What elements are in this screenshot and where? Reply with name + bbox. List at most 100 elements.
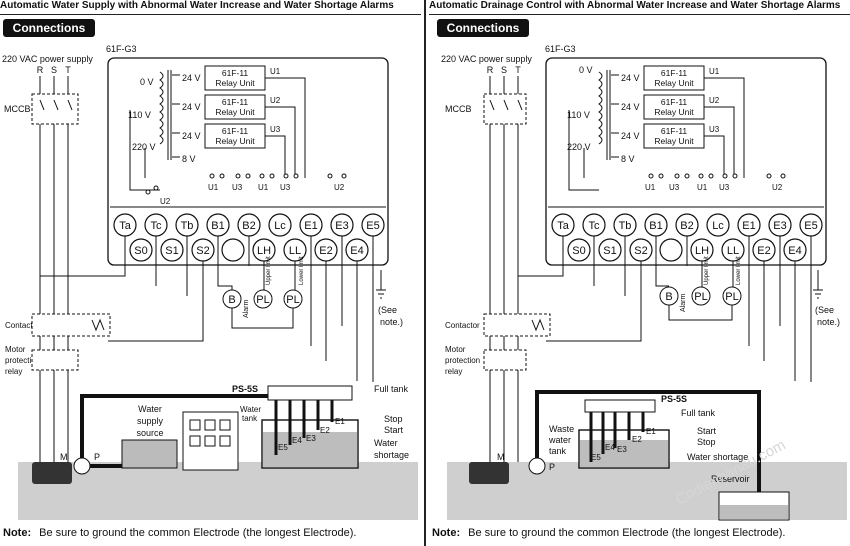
left-power-label: 220 VAC power supply <box>2 54 93 64</box>
right-motor-3: relay <box>445 367 462 376</box>
left-source-3: source <box>136 428 163 438</box>
svg-text:S1: S1 <box>603 245 616 257</box>
svg-text:Tb: Tb <box>619 220 632 232</box>
right-wiring-diagram: Connections 220 VAC power supply R S T M… <box>437 19 847 521</box>
right-e4: E4 <box>605 443 615 452</box>
left-u1-contact: U1 <box>208 183 219 192</box>
left-shortage-2: shortage <box>374 450 409 460</box>
left-buzzer: B <box>228 294 235 306</box>
left-source-2: supply <box>137 416 164 426</box>
svg-text:Lc: Lc <box>274 220 286 232</box>
right-110v: 110 V <box>567 110 590 120</box>
right-motor-relay-box <box>483 349 527 371</box>
svg-text:S1: S1 <box>165 245 178 257</box>
svg-text:Lc: Lc <box>712 220 724 232</box>
left-controller-box <box>107 57 389 266</box>
right-r-label: R <box>487 65 494 75</box>
left-terminal-strip: Ta Tc Tb B1 B2 Lc E1 E3 E5 S0 S1 S2 LH L… <box>113 213 385 262</box>
right-u3-contact: U3 <box>669 183 680 192</box>
svg-text:Relay Unit: Relay Unit <box>654 136 694 146</box>
right-buzzer: B <box>665 291 672 303</box>
right-terminal-strip: Ta Tc Tb B1 B2 Lc E1 E3 E5 S0 S1 S2 LH L… <box>551 213 823 262</box>
right-waste-2: water <box>548 435 571 445</box>
left-supply-pipe <box>80 394 292 458</box>
svg-text:E1: E1 <box>742 220 755 232</box>
svg-text:E2: E2 <box>757 245 770 257</box>
svg-text:Relay Unit: Relay Unit <box>215 107 255 117</box>
right-contactor-label: Contactor <box>445 321 480 330</box>
left-seenote-1: (See <box>378 305 397 315</box>
right-lower-label: Lower limit <box>736 256 742 285</box>
left-tank-label-1: Water <box>240 405 261 414</box>
right-pump <box>528 457 546 475</box>
left-110v: 110 V <box>128 110 151 120</box>
svg-text:E2: E2 <box>319 245 332 257</box>
svg-text:LH: LH <box>257 245 271 257</box>
left-motor-2: protection <box>5 356 40 365</box>
left-pump <box>73 457 91 475</box>
svg-text:61F-11: 61F-11 <box>222 126 249 136</box>
svg-text:Tb: Tb <box>181 220 194 232</box>
left-full-tank: Full tank <box>374 384 409 394</box>
left-relay-2: 24 V 61F-11 Relay Unit U2 <box>182 94 281 120</box>
left-title-rule <box>0 14 421 15</box>
right-power-label: 220 VAC power supply <box>441 54 532 64</box>
right-pl-upper: PL <box>694 291 707 303</box>
svg-text:61F-11: 61F-11 <box>222 68 249 78</box>
left-seenote-2: note.) <box>380 317 403 327</box>
right-u1b-contact: U1 <box>697 183 708 192</box>
right-relay-3: 24 V 61F-11 Relay Unit U3 <box>621 123 720 149</box>
right-upper-label: Upper limit <box>704 256 710 285</box>
left-e1: E1 <box>335 417 345 426</box>
right-relay-1: 24 V 61F-11 Relay Unit U1 <box>621 65 720 91</box>
svg-text:24 V: 24 V <box>182 102 201 112</box>
left-0v: 0 V <box>140 77 154 87</box>
svg-text:U3: U3 <box>270 125 281 134</box>
svg-text:Tc: Tc <box>589 220 601 232</box>
svg-text:E3: E3 <box>335 220 348 232</box>
left-transformer-coil <box>159 71 164 145</box>
left-lower-label: Lower limit <box>299 256 305 285</box>
right-u3b-contact: U3 <box>719 183 730 192</box>
left-shortage-1: Water <box>374 438 398 448</box>
left-e2: E2 <box>320 426 330 435</box>
left-t-label: T <box>65 65 71 75</box>
left-motor-relay-box <box>31 349 79 371</box>
left-u3b-contact: U3 <box>280 183 291 192</box>
right-mccb-label: MCCB <box>445 104 472 114</box>
left-m-label: M <box>60 452 68 462</box>
right-drain-pipe <box>535 390 761 492</box>
svg-text:LH: LH <box>695 245 709 257</box>
right-relay-2: 24 V 61F-11 Relay Unit U2 <box>621 94 720 120</box>
left-e4: E4 <box>292 436 302 445</box>
left-r-label: R <box>37 65 44 75</box>
left-motor-1: Motor <box>5 345 26 354</box>
right-controller-box <box>545 57 827 266</box>
left-alarm-label: Alarm <box>243 300 250 318</box>
svg-text:E5: E5 <box>804 220 817 232</box>
left-mccb-label: MCCB <box>4 104 31 114</box>
right-reservoir-label: Reservoir <box>711 474 750 484</box>
right-seenote-2: note.) <box>817 317 840 327</box>
right-motor-1: Motor <box>445 345 466 354</box>
right-e1: E1 <box>646 427 656 436</box>
svg-text:U3: U3 <box>709 125 720 134</box>
left-electrode-holder <box>267 385 353 401</box>
right-e5: E5 <box>591 453 601 462</box>
right-waste-1: Waste <box>549 424 574 434</box>
right-diagram-panel: Automatic Drainage Control with Abnormal… <box>429 0 850 546</box>
svg-text:LL: LL <box>727 245 739 257</box>
left-p-label: P <box>94 452 100 462</box>
left-u2b-contact: U2 <box>334 183 345 192</box>
svg-text:61F-11: 61F-11 <box>661 126 688 136</box>
left-connections-tab <box>3 19 95 37</box>
svg-text:B2: B2 <box>680 220 693 232</box>
left-upper-label: Upper limit <box>266 256 272 285</box>
right-panel-title: Automatic Drainage Control with Abnormal… <box>429 0 841 11</box>
svg-text:S2: S2 <box>634 245 647 257</box>
svg-text:E3: E3 <box>773 220 786 232</box>
panel-divider <box>424 0 426 546</box>
svg-text:U1: U1 <box>270 67 281 76</box>
right-e3: E3 <box>617 445 627 454</box>
svg-text:24 V: 24 V <box>621 131 640 141</box>
